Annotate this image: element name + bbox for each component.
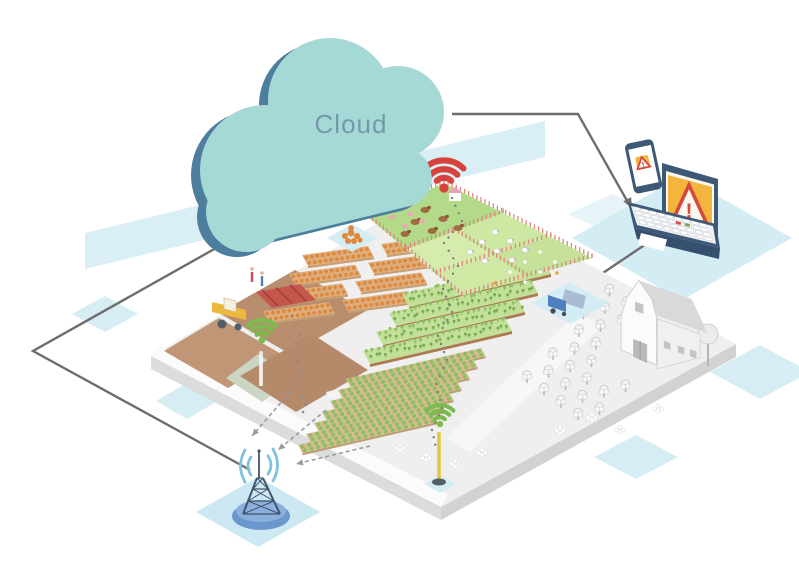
svg-text:Cloud: Cloud [315,109,388,139]
svg-text:!: ! [686,200,693,223]
svg-text:!: ! [641,160,645,169]
